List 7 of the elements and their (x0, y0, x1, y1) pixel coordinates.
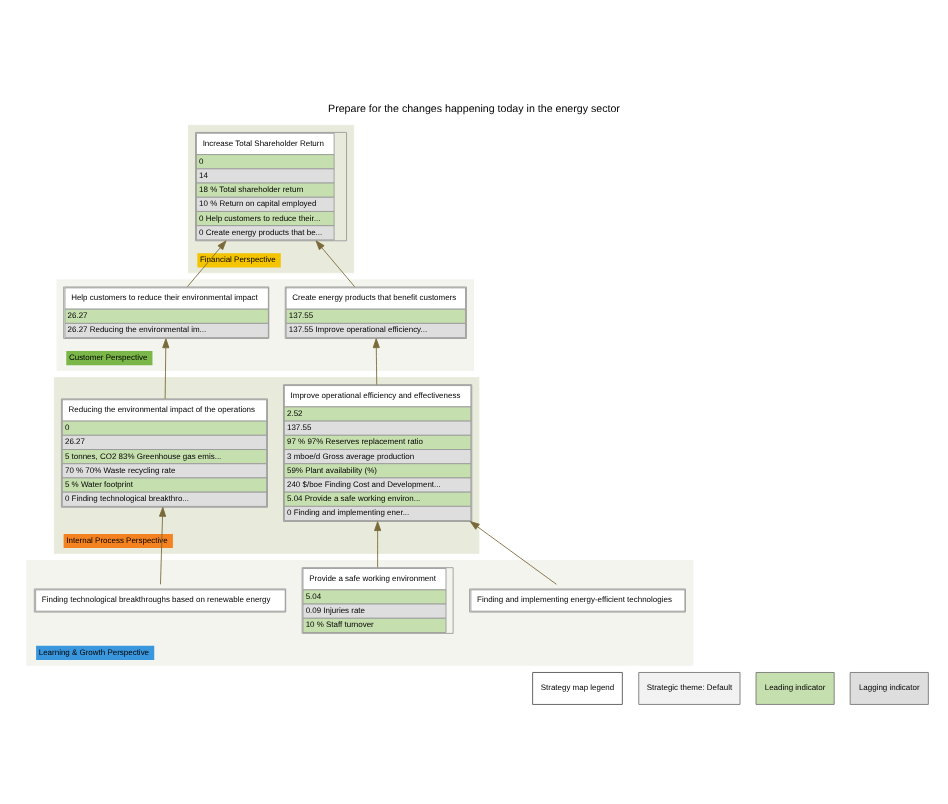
arrow (159, 506, 167, 585)
arrow (187, 240, 227, 288)
arrow (372, 338, 380, 385)
arrow (162, 338, 170, 400)
arrow (315, 240, 356, 288)
arrow (469, 521, 557, 585)
arrow (374, 521, 382, 568)
